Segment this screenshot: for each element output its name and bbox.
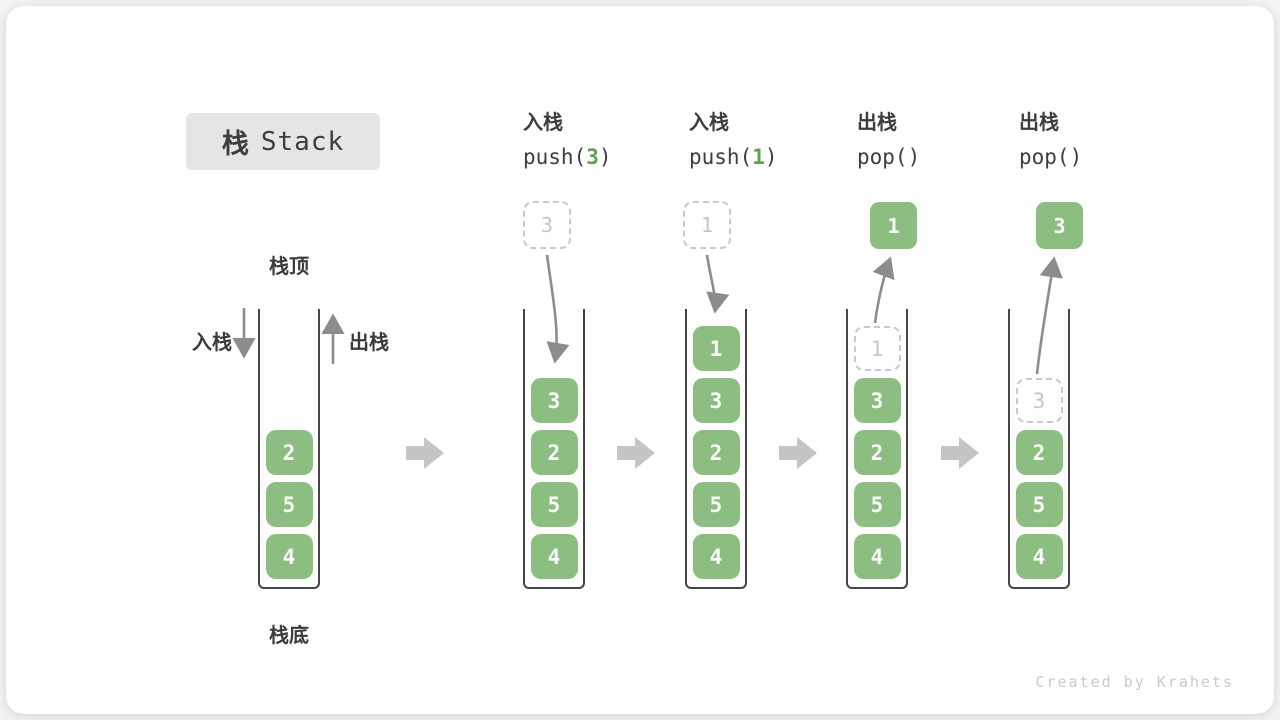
op-code: pop() xyxy=(857,145,921,169)
step-arrow-icon-4 xyxy=(941,437,979,469)
stack-cell: 1 xyxy=(692,326,740,371)
op-label-zh: 出栈 xyxy=(857,110,897,134)
op-code: push(1) xyxy=(689,145,778,169)
stack-cell: 3 xyxy=(530,378,578,423)
title-badge: 栈 Stack xyxy=(186,113,380,170)
stack-cell: 2 xyxy=(1015,430,1063,475)
pop-direction-label: 出栈 xyxy=(349,330,389,354)
op-label-zh: 出栈 xyxy=(1019,110,1059,134)
stack-cell: 3 xyxy=(853,378,901,423)
op-label-zh: 入栈 xyxy=(523,110,563,134)
step-arrow-icon-1 xyxy=(406,437,444,469)
stack-cell: 2 xyxy=(853,430,901,475)
stack-cell-ghost: 1 xyxy=(853,326,901,371)
stack-cell: 5 xyxy=(530,482,578,527)
diagram-card: 栈 Stack 入栈 push(3) 入栈 push(1) 出栈 pop() 出… xyxy=(6,6,1274,714)
step-arrow-icon-2 xyxy=(617,437,655,469)
stack-cell: 4 xyxy=(530,534,578,579)
op-code: push(3) xyxy=(523,145,612,169)
stack-cell: 5 xyxy=(692,482,740,527)
stack-cell: 5 xyxy=(265,482,313,527)
stack-cell: 4 xyxy=(1015,534,1063,579)
stack-cell: 4 xyxy=(265,534,313,579)
stack-cell: 2 xyxy=(530,430,578,475)
title-en: Stack xyxy=(260,126,345,157)
op-header-push-1: 入栈 push(1) xyxy=(689,110,778,169)
stack-cell: 3 xyxy=(692,378,740,423)
op-header-pop-3: 出栈 pop() xyxy=(1019,110,1082,169)
floating-value-incoming-3: 3 xyxy=(523,201,571,249)
step-arrow-icon-3 xyxy=(779,437,817,469)
watermark: Created by Krahets xyxy=(1035,673,1234,691)
stack-cell: 5 xyxy=(1015,482,1063,527)
op-code: pop() xyxy=(1019,145,1083,169)
stack-after-pop-1: 1 3 2 5 4 xyxy=(846,309,908,589)
push-direction-label: 入栈 xyxy=(192,330,232,354)
stack-top-label: 栈顶 xyxy=(269,254,309,278)
stack-cell: 4 xyxy=(853,534,901,579)
stack-cell: 4 xyxy=(692,534,740,579)
stack-bottom-label: 栈底 xyxy=(269,623,309,647)
title-zh: 栈 xyxy=(221,129,249,160)
op-header-pop-1: 出栈 pop() xyxy=(857,110,920,169)
op-label-zh: 入栈 xyxy=(689,110,729,134)
push-motion-arrow-1 xyxy=(705,254,730,314)
floating-value-incoming-1: 1 xyxy=(683,201,731,249)
stack-after-pop-3: 3 2 5 4 xyxy=(1008,309,1070,589)
stack-cell: 2 xyxy=(692,430,740,475)
stack-cell-ghost: 3 xyxy=(1015,378,1063,423)
stack-cell: 2 xyxy=(265,430,313,475)
floating-value-popped-3: 3 xyxy=(1036,202,1083,249)
stack-after-push-1: 1 3 2 5 4 xyxy=(685,309,747,589)
op-header-push-3: 入栈 push(3) xyxy=(523,110,612,169)
stack-initial: 2 5 4 xyxy=(258,309,320,589)
stack-cell: 5 xyxy=(853,482,901,527)
floating-value-popped-1: 1 xyxy=(870,202,917,249)
stack-after-push-3: 3 2 5 4 xyxy=(523,309,585,589)
